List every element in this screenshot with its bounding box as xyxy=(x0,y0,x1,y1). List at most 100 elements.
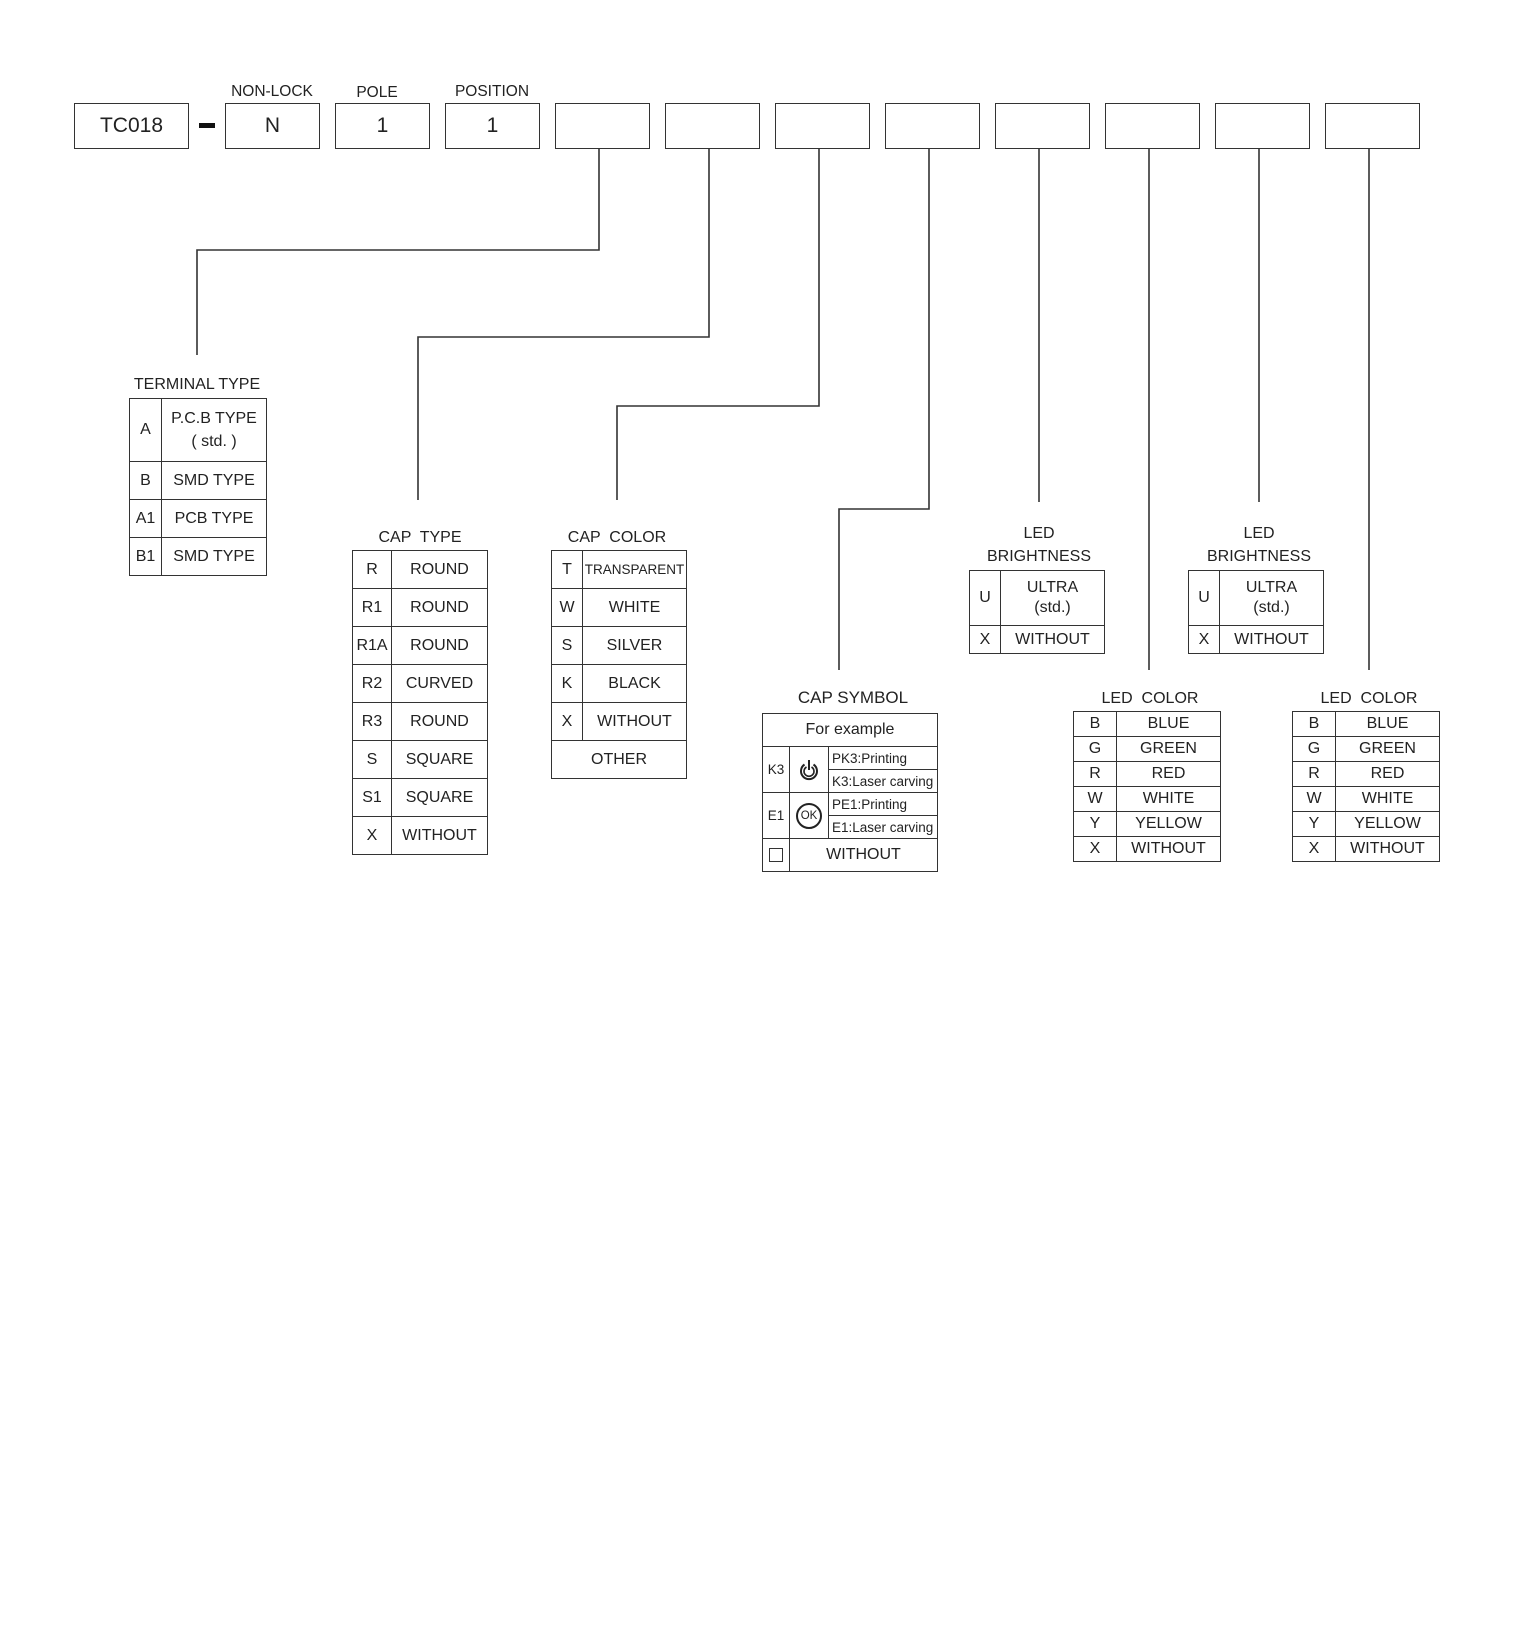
option-other: OTHER xyxy=(551,740,687,779)
option-code: G xyxy=(1292,736,1336,762)
table-row: U ULTRA (std.) xyxy=(969,570,1105,626)
option-code: E1 xyxy=(762,792,790,839)
table-row: For example xyxy=(762,713,938,747)
option-code: A xyxy=(129,398,162,462)
led-color-1-title: LED COLOR xyxy=(1101,690,1199,707)
connector-cap-type xyxy=(417,148,710,500)
terminal-type-title: TERMINAL TYPE xyxy=(133,376,261,393)
led-brightness-2-title: LED BRIGHTNESS xyxy=(1189,522,1329,568)
option-desc: ROUND xyxy=(391,550,488,589)
symbol-cell xyxy=(789,746,829,793)
option-code: R xyxy=(1292,761,1336,787)
symbol-cell: OK xyxy=(789,792,829,839)
option-code: S1 xyxy=(352,778,392,817)
cap-type-title: CAP TYPE xyxy=(378,529,462,546)
option-desc: ROUND xyxy=(391,626,488,665)
table-row: K3:Laser carving xyxy=(763,769,938,793)
symbol-laser: E1:Laser carving xyxy=(828,815,938,839)
table-row: B SMD TYPE xyxy=(129,461,267,500)
option-desc: ROUND xyxy=(391,702,488,741)
option-desc-line: ULTRA xyxy=(1026,579,1079,596)
field-box-non-lock: N xyxy=(225,103,320,149)
table-row: X WITHOUT xyxy=(1188,625,1324,654)
prefix-text: TC018 xyxy=(99,114,164,137)
ok-icon: OK xyxy=(796,802,822,829)
led-brightness-2-table: U ULTRA (std.) X WITHOUT xyxy=(1188,570,1324,654)
connector-cap-color xyxy=(616,148,820,500)
option-desc: YELLOW xyxy=(1335,811,1440,837)
option-desc: BLUE xyxy=(1335,711,1440,737)
led-brightness-1-table: U ULTRA (std.) X WITHOUT xyxy=(969,570,1105,654)
option-code: Y xyxy=(1292,811,1336,837)
option-desc: SMD TYPE xyxy=(161,461,267,500)
blank-symbol-cell xyxy=(762,838,790,872)
slot-box-cap-type xyxy=(665,103,760,149)
option-code: R xyxy=(1073,761,1117,787)
option-code: X xyxy=(1073,836,1117,862)
field-value-position: 1 xyxy=(486,114,499,137)
option-desc: ROUND xyxy=(391,588,488,627)
option-desc: WHITE xyxy=(1116,786,1221,812)
cap-color-title: CAP COLOR xyxy=(567,529,667,546)
prefix-box: TC018 xyxy=(74,103,189,149)
option-desc: GREEN xyxy=(1335,736,1440,762)
table-row: E1:Laser carving xyxy=(763,815,938,839)
terminal-type-table: A P.C.B TYPE ( std. ) B SMD TYPE A1 PCB … xyxy=(129,398,267,576)
field-value-pole: 1 xyxy=(376,114,389,137)
option-code: B xyxy=(1292,711,1336,737)
option-code: B xyxy=(1073,711,1117,737)
option-code: R xyxy=(352,550,392,589)
option-desc: RED xyxy=(1116,761,1221,787)
option-code: R1 xyxy=(352,588,392,627)
option-code: S xyxy=(551,626,583,665)
option-desc: WITHOUT xyxy=(582,702,687,741)
option-note: ( std. ) xyxy=(191,433,237,450)
slot-box-led-color-1 xyxy=(1105,103,1200,149)
power-icon xyxy=(800,759,818,780)
field-label-non-lock: NON-LOCK xyxy=(231,83,313,100)
option-code: X xyxy=(1292,836,1336,862)
option-desc: BLACK xyxy=(582,664,687,703)
option-code: W xyxy=(551,588,583,627)
field-value-non-lock: N xyxy=(264,114,281,137)
option-desc: WITHOUT xyxy=(1219,625,1324,654)
field-label-pole: POLE xyxy=(356,84,398,101)
option-code: B xyxy=(129,461,162,500)
slot-box-led-brightness-2 xyxy=(1215,103,1310,149)
option-desc: WITHOUT xyxy=(1000,625,1105,654)
symbol-print: PE1:Printing xyxy=(828,792,938,816)
option-desc: WHITE xyxy=(1335,786,1440,812)
option-desc: ULTRA (std.) xyxy=(1219,570,1324,626)
option-desc: P.C.B TYPE ( std. ) xyxy=(161,398,267,462)
option-desc: WITHOUT xyxy=(789,838,938,872)
table-row: B1 SMD TYPE xyxy=(129,537,267,576)
option-code: X xyxy=(969,625,1001,654)
dash-separator xyxy=(199,123,215,128)
option-code: R3 xyxy=(352,702,392,741)
option-desc: WHITE xyxy=(582,588,687,627)
symbol-laser: K3:Laser carving xyxy=(828,769,938,793)
option-desc: ULTRA (std.) xyxy=(1000,570,1105,626)
table-row: OTHER xyxy=(551,740,687,779)
option-desc: SQUARE xyxy=(391,740,488,779)
slot-box-terminal-type xyxy=(555,103,650,149)
option-desc: SQUARE xyxy=(391,778,488,817)
option-desc: TRANSPARENT xyxy=(582,550,687,589)
